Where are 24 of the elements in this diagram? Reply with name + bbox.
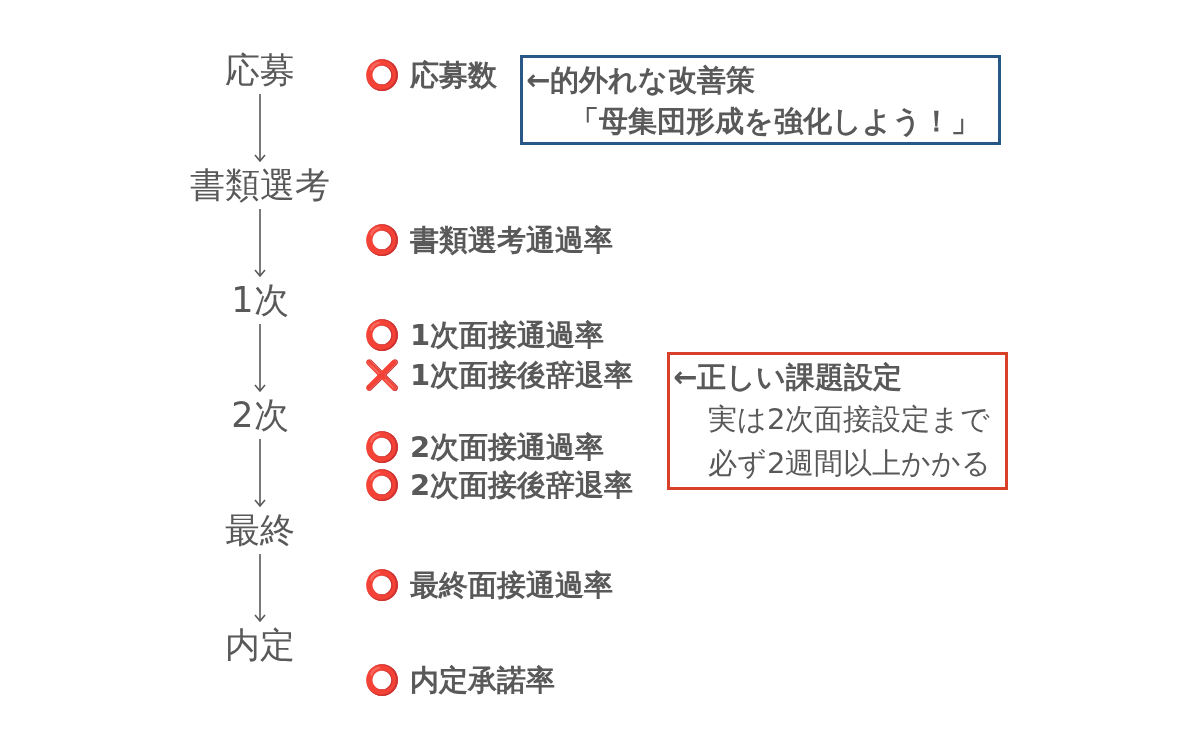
metric-label: ⭕ 2次面接通過率 xyxy=(364,429,605,465)
callout-box xyxy=(667,352,1008,490)
stage-label: 2次 xyxy=(231,395,289,435)
stage-label: 書類選考 xyxy=(190,165,330,205)
arrow xyxy=(254,553,266,622)
arrow xyxy=(254,93,266,162)
stage-label: 応募 xyxy=(225,50,295,90)
stage-label: 内定 xyxy=(225,625,295,665)
metric-label: ⭕ 1次面接通過率 xyxy=(364,317,605,353)
metric-label: ⭕ 内定承諾率 xyxy=(364,662,556,698)
callout-text: 「母集団形成を強化しよう！」 xyxy=(570,103,980,140)
stage-label: 最終 xyxy=(225,510,295,550)
callout-heading: ←的外れな改善策 xyxy=(526,62,756,99)
callout-heading: ←正しい課題設定 xyxy=(673,359,903,396)
callout-text: 実は2次面接設定まで必ず2週間以上かかる xyxy=(708,401,993,482)
arrow xyxy=(254,438,266,507)
metric-label: ❌ 1次面接後辞退率 xyxy=(364,357,634,393)
stage-label: 1次 xyxy=(231,280,289,320)
metric-label: ⭕ 最終面接通過率 xyxy=(364,567,614,603)
metric-label: ⭕ 2次面接後辞退率 xyxy=(364,467,634,503)
arrow xyxy=(254,323,266,392)
callout-box xyxy=(520,55,1001,145)
arrow xyxy=(254,208,266,277)
metric-label: ⭕ 書類選考通過率 xyxy=(364,222,614,258)
